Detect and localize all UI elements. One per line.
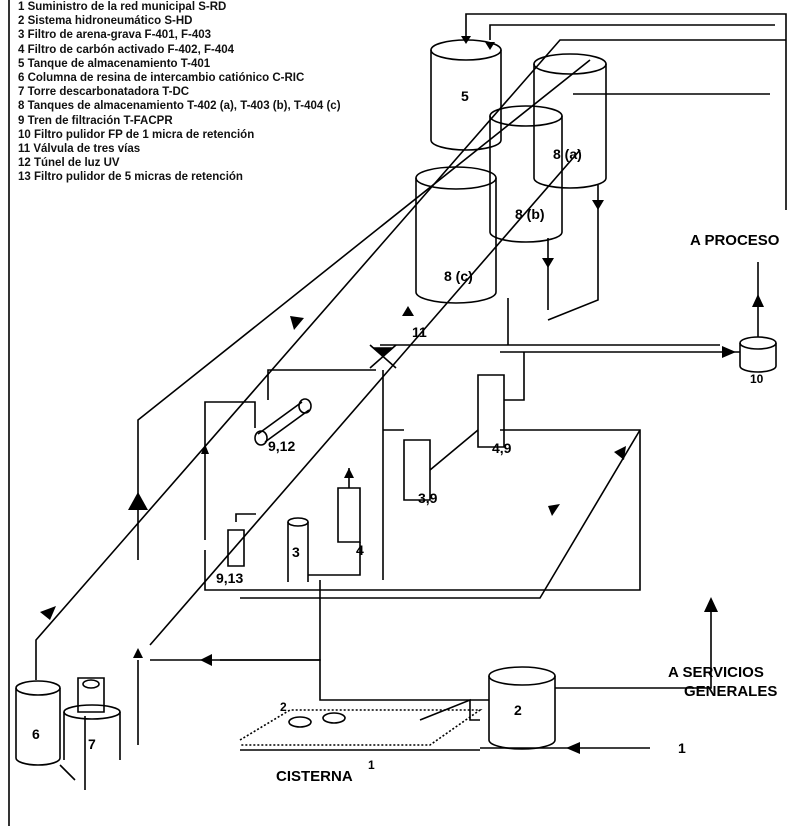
legend-item: 3 Filtro de arena-grava F-401, F-403 bbox=[18, 28, 348, 42]
filter-train-loop-2 bbox=[150, 580, 320, 660]
top-header-line bbox=[466, 14, 786, 210]
arrow-hydro bbox=[200, 654, 212, 666]
arrow-diag-1 bbox=[290, 316, 304, 330]
label-filter-10: 10 bbox=[750, 372, 763, 386]
label-cisterna: CISTERNA bbox=[276, 768, 353, 785]
arrow-big-up bbox=[128, 492, 148, 510]
legend-item: 9 Tren de filtración T-FACPR bbox=[18, 114, 348, 128]
label-generales: GENERALES bbox=[684, 683, 777, 700]
three-way-valve-11 bbox=[370, 345, 396, 368]
arrow-loop-2 bbox=[614, 446, 626, 460]
filter-train-loop bbox=[205, 430, 640, 590]
label-tank-8c: 8 (c) bbox=[444, 268, 473, 284]
legend-item: 12 Túnel de luz UV bbox=[18, 156, 348, 170]
legend-item: 4 Filtro de carbón activado F-402, F-404 bbox=[18, 43, 348, 57]
legend: 1 Suministro de la red municipal S-RD 2 … bbox=[18, 0, 348, 185]
label-pumps-2: 2 bbox=[280, 700, 287, 714]
arrow-tank8a bbox=[592, 200, 604, 210]
filter-10 bbox=[740, 337, 776, 372]
legend-item: 6 Columna de resina de intercambio catió… bbox=[18, 71, 348, 85]
label-supply-1: 1 bbox=[678, 740, 686, 756]
label-tank-8b: 8 (b) bbox=[515, 206, 545, 222]
line-hydro-return bbox=[220, 660, 489, 700]
label-tank-5: 5 bbox=[461, 88, 469, 104]
cisterna bbox=[240, 710, 480, 750]
label-uv-9-12: 9,12 bbox=[268, 438, 295, 454]
legend-item: 10 Filtro pulidor FP de 1 micra de reten… bbox=[18, 128, 348, 142]
legend-item: 8 Tanques de almacenamiento T-402 (a), T… bbox=[18, 99, 348, 113]
arrow-a-servicios bbox=[704, 597, 718, 612]
label-a-proceso: A PROCESO bbox=[690, 232, 779, 249]
label-filter-3: 3 bbox=[292, 544, 300, 560]
legend-item: 11 Válvula de tres vías bbox=[18, 142, 348, 156]
column-6 bbox=[16, 681, 60, 765]
filter-4-9 bbox=[478, 375, 504, 447]
legend-item: 5 Tanque de almacenamiento T-401 bbox=[18, 57, 348, 71]
label-column-6: 6 bbox=[32, 726, 40, 742]
label-filter-4: 4 bbox=[356, 542, 364, 558]
pumps-2 bbox=[289, 713, 345, 727]
arrow-loop-1 bbox=[548, 504, 560, 516]
hydro-tank-2 bbox=[489, 667, 555, 749]
diag-mid bbox=[150, 150, 580, 645]
outlet-8a bbox=[548, 185, 598, 320]
legend-item: 1 Suministro de la red municipal S-RD bbox=[18, 0, 348, 14]
label-filter-4-9: 4,9 bbox=[492, 440, 511, 456]
arrow-to-10 bbox=[722, 346, 736, 358]
arrow-top-header-2 bbox=[485, 42, 495, 50]
line-f3-f4 bbox=[308, 542, 360, 575]
uv-left-line bbox=[205, 402, 255, 540]
arrow-a-proceso bbox=[752, 294, 764, 307]
arrow-riser bbox=[133, 648, 143, 658]
legend-item: 7 Torre descarbonatadora T-DC bbox=[18, 85, 348, 99]
label-tower-7: 7 bbox=[88, 736, 96, 752]
top-header-line-2 bbox=[490, 25, 775, 40]
bottom-return bbox=[240, 430, 640, 598]
tank-8a bbox=[534, 54, 606, 188]
label-filter-3-9: 3,9 bbox=[418, 490, 437, 506]
arrow-supply-1 bbox=[566, 742, 580, 754]
label-tank-8a: 8 (a) bbox=[553, 146, 582, 162]
legend-item: 2 Sistema hidroneumático S-HD bbox=[18, 14, 348, 28]
line-49-up bbox=[504, 352, 524, 400]
filter-4 bbox=[338, 488, 360, 542]
label-filter-9-13: 9,13 bbox=[216, 570, 243, 586]
label-hydro-2: 2 bbox=[514, 702, 522, 718]
line-39-49 bbox=[430, 430, 478, 470]
arrow-f4-up bbox=[344, 468, 354, 478]
arrow-cation bbox=[40, 606, 56, 620]
label-valve-11: 11 bbox=[412, 324, 427, 340]
label-a-servicios: A SERVICIOS bbox=[668, 664, 764, 681]
cation-out bbox=[60, 765, 75, 780]
arrow-tank8b bbox=[542, 258, 554, 268]
arrow-valve-top bbox=[402, 306, 414, 316]
uv-line bbox=[268, 370, 376, 400]
legend-item: 13 Filtro pulidor de 5 micras de retenci… bbox=[18, 170, 348, 184]
label-cisterna-1: 1 bbox=[368, 758, 375, 772]
